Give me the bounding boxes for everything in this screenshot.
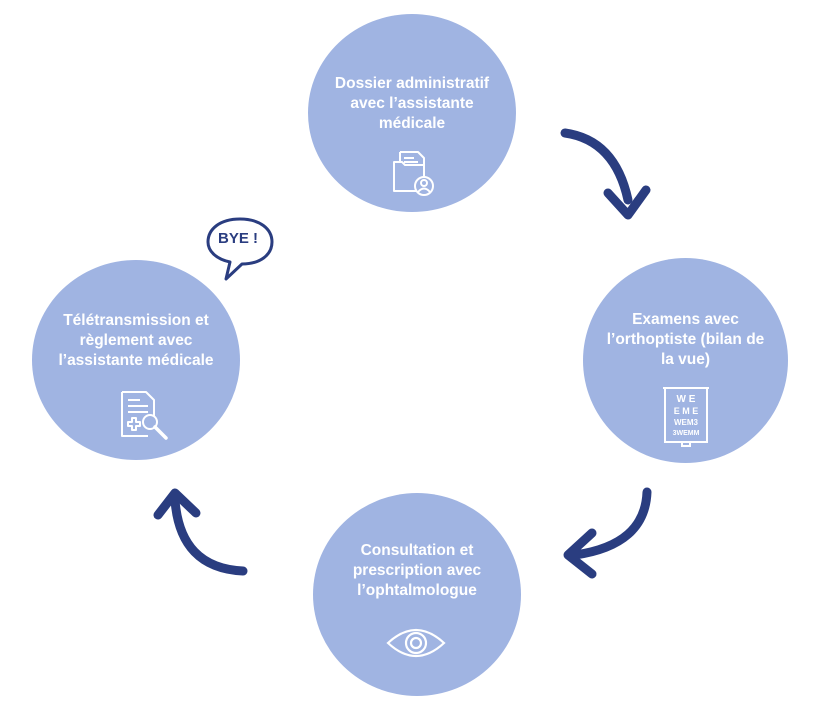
svg-text:WEM3: WEM3 <box>674 418 699 427</box>
arrow-step1-to-step2 <box>560 128 633 205</box>
svg-text:3WEMM: 3WEMM <box>673 430 700 437</box>
step-label: Consultation et prescription avec l’opht… <box>352 542 482 599</box>
svg-text:E M E: E M E <box>674 406 699 416</box>
bubble-text: BYE ! <box>217 230 258 247</box>
step-label: Télétransmission et règlement avec l’ass… <box>58 312 214 369</box>
arrow-step3-to-step4 <box>170 495 248 576</box>
arrow-head-1 <box>603 185 651 220</box>
step-dossier-administratif: Dossier administratif avec l’assistante … <box>308 14 516 212</box>
step-consultation-ophtalmologue: Consultation et prescription avec l’opht… <box>313 493 521 696</box>
arrow-step2-to-step3 <box>570 487 652 560</box>
arrow-head-2 <box>563 528 597 579</box>
eye-chart-icon: W E E M E WEM3 3WEMM <box>663 387 709 447</box>
step-label: Examens avec l’orthoptiste (bilan de la … <box>606 311 765 368</box>
svg-text:W E: W E <box>677 394 696 405</box>
eye-icon <box>386 629 446 657</box>
step-label: Dossier administratif avec l’assistante … <box>334 75 490 132</box>
medical-document-icon <box>121 391 168 440</box>
folder-user-icon <box>393 151 434 196</box>
step-teletransmission-reglement: Télétransmission et règlement avec l’ass… <box>32 260 240 460</box>
speech-bubble-icon <box>206 217 274 281</box>
arrow-head-3 <box>153 488 201 520</box>
step-examens-orthoptiste: Examens avec l’orthoptiste (bilan de la … <box>583 258 788 463</box>
